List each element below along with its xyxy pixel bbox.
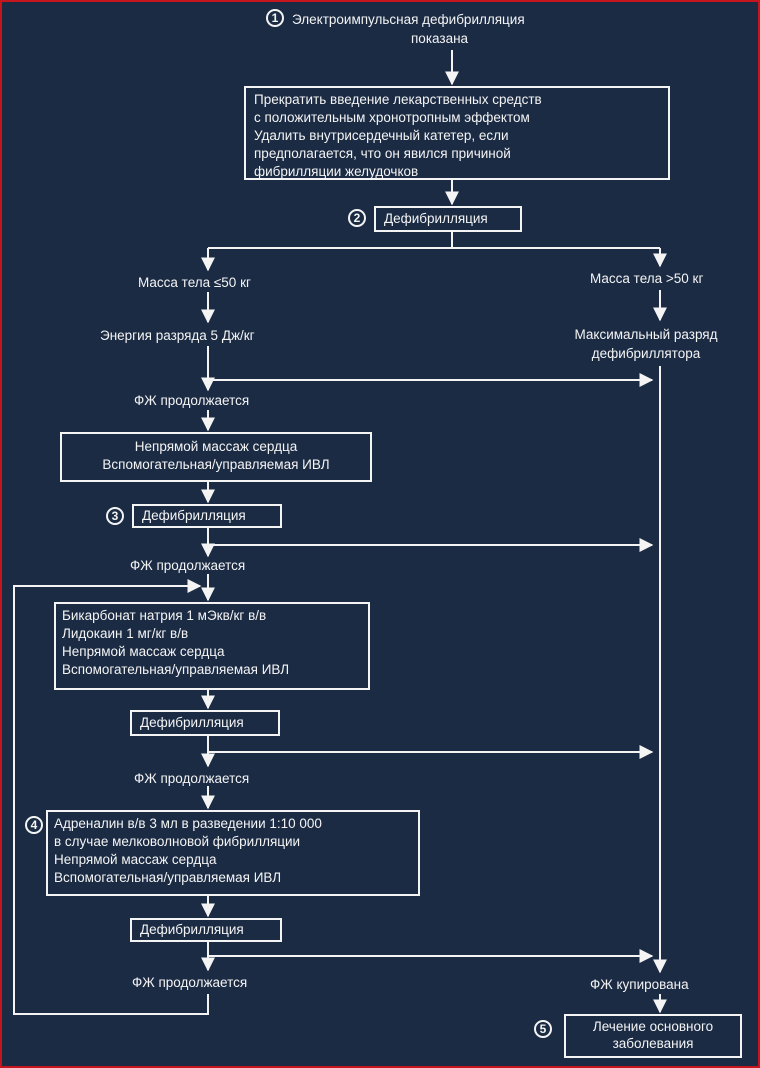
adrenaline-line-2: в случае мелковолновой фибрилляции <box>54 834 301 849</box>
defibrillation-box-3: Дефибрилляция <box>132 504 282 528</box>
mass-gt-50-label: Масса тела >50 кг <box>590 271 704 286</box>
defibrillation-box-2: Дефибрилляция <box>374 206 522 232</box>
treatment-line-1: Лечение основного <box>592 1019 714 1034</box>
cpr1-line-1: Непрямой массаж сердца <box>134 439 298 454</box>
cpr-box-1: Непрямой массаж сердца Вспомогательная/у… <box>60 432 372 482</box>
drugs-line-1: Бикарбонат натрия 1 мЭкв/кг в/в <box>62 608 267 623</box>
vf-continues-3: ФЖ продолжается <box>134 771 250 786</box>
drugs-line-2: Лидокаин 1 мг/кг в/в <box>62 626 189 641</box>
vf-resolved-label: ФЖ купирована <box>590 977 689 992</box>
step-number-5: 5 <box>534 1020 552 1038</box>
stop-line-4: предполагается, что он явился причиной <box>254 146 511 161</box>
defibrillation-box-5: Дефибрилляция <box>130 918 282 942</box>
start-title-line2: показана <box>411 31 469 46</box>
treatment-line-2: заболевания <box>612 1036 694 1051</box>
mass-le-50-label: Масса тела ≤50 кг <box>138 275 251 290</box>
treatment-box: Лечение основного заболевания <box>564 1014 742 1058</box>
step-number-2: 2 <box>348 209 366 227</box>
defibrillation-box-4: Дефибрилляция <box>130 710 280 736</box>
stop-drugs-box: Прекратить введение лекарственных средст… <box>244 86 670 180</box>
start-title-line1: Электроимпульсная дефибрилляция <box>292 12 525 27</box>
cpr1-line-2: Вспомогательная/управляемая ИВЛ <box>102 457 330 472</box>
max-discharge-line1: Максимальный разряд <box>574 327 718 342</box>
drugs-line-3: Непрямой массаж сердца <box>62 644 225 659</box>
stop-line-2: с положительным хронотропным эффектом <box>254 110 530 125</box>
drugs-line-4: Вспомогательная/управляемая ИВЛ <box>62 662 290 677</box>
step-number-1: 1 <box>266 9 284 27</box>
vf-continues-1: ФЖ продолжается <box>134 393 250 408</box>
step-number-4: 4 <box>25 816 43 834</box>
vf-continues-2: ФЖ продолжается <box>130 558 246 573</box>
stop-line-1: Прекратить введение лекарственных средст… <box>254 92 542 107</box>
arrow-loop-back <box>13 579 209 1015</box>
drugs-box: Бикарбонат натрия 1 мЭкв/кг в/в Лидокаин… <box>54 602 370 690</box>
max-discharge-line2: дефибриллятора <box>591 346 701 361</box>
step-number-3: 3 <box>106 507 124 525</box>
adrenaline-line-4: Вспомогательная/управляемая ИВЛ <box>54 870 282 885</box>
vf-continues-4: ФЖ продолжается <box>132 975 248 990</box>
stop-line-3: Удалить внутрисердечный катетер, если <box>254 128 509 143</box>
stop-line-5: фибрилляции желудочков <box>254 164 419 179</box>
adrenaline-box: Адреналин в/в 3 мл в разведении 1:10 000… <box>46 810 420 896</box>
energy-label: Энергия разряда 5 Дж/кг <box>100 328 255 343</box>
adrenaline-line-3: Непрямой массаж сердца <box>54 852 217 867</box>
adrenaline-line-1: Адреналин в/в 3 мл в разведении 1:10 000 <box>54 816 322 831</box>
